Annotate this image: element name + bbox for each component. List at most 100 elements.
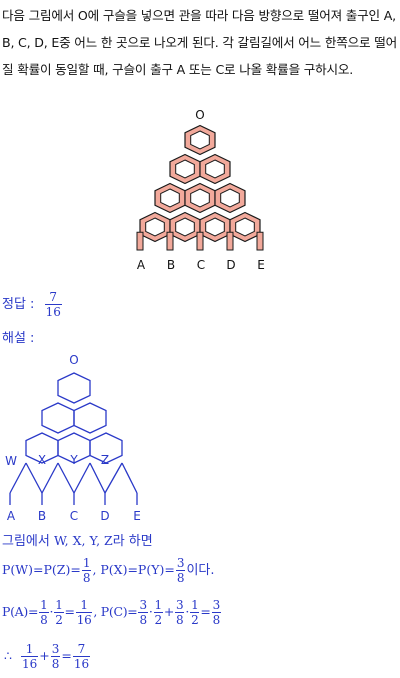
answer-denominator: 16 [44, 304, 62, 319]
sol-outlet-e: E [133, 509, 141, 523]
num: 3 [212, 598, 221, 612]
line3-b: , P(C)= [93, 604, 138, 619]
outlet-pipes [136, 231, 264, 251]
solution-hex-5 [89, 432, 123, 464]
num: 1 [154, 598, 163, 612]
pipe-hex-inner-1 [175, 159, 195, 179]
den: 16 [72, 656, 91, 671]
den: 8 [211, 612, 221, 627]
den: 2 [153, 612, 163, 627]
pipe-hex-inner-3 [160, 188, 180, 208]
pipe-hex-inner-2 [205, 159, 225, 179]
line2-b: , P(X)=P(Y)= [92, 562, 175, 577]
answer-line: 정답 : 7 16 [2, 290, 63, 319]
problem-text: 다음 그림에서 O에 구슬을 넣으면 관을 따라 다음 방향으로 떨어져 출구인… [2, 8, 397, 77]
outlet-label-b: B [167, 258, 175, 272]
line3-eq-2: = [200, 604, 211, 619]
den: 8 [81, 570, 92, 585]
den: 2 [190, 612, 200, 627]
sol-label-x: X [38, 453, 46, 467]
line2-c: 이다. [186, 563, 215, 578]
num: 1 [80, 598, 88, 612]
num: 1 [40, 598, 48, 612]
pipe-hex-inner-4 [190, 188, 210, 208]
solution-network-figure: O W X Y Z A B C D E [5, 353, 141, 523]
branch-left-0 [9, 462, 27, 494]
sol-outlet-a: A [7, 509, 16, 523]
outlet-label-c: C [197, 258, 205, 272]
pipe-hex-inner-0 [190, 130, 210, 150]
solution-network-lines [9, 372, 138, 505]
solution-hex-0 [57, 372, 91, 404]
sol-outlet-b: B [38, 509, 46, 523]
num: 3 [176, 598, 184, 612]
line1-vars: W, X, Y, Z [53, 533, 113, 548]
answer-numerator: 7 [49, 290, 58, 304]
branch-left-1 [41, 462, 59, 494]
branch-left-3 [104, 462, 123, 494]
outlet-pipe-4 [256, 231, 264, 251]
pipe-hexagons [139, 124, 261, 243]
den: 8 [175, 570, 186, 585]
den: 8 [138, 612, 148, 627]
den: 8 [175, 612, 185, 627]
solution-hex-1 [41, 402, 75, 434]
den: 16 [75, 612, 93, 627]
solution-hex-2 [73, 402, 107, 434]
num: 3 [176, 556, 185, 570]
num: 3 [51, 642, 60, 656]
line4-eq: = [61, 648, 72, 663]
den: 8 [39, 612, 49, 627]
sol-label-w: W [5, 454, 17, 468]
line3-dot-3: · [185, 604, 190, 619]
line3-plus: + [163, 604, 175, 619]
line1-prefix: 그림에서 [2, 534, 50, 549]
line4-plus: + [39, 648, 50, 663]
pipe-hex-inner-9 [235, 217, 255, 237]
answer-fraction: 7 16 [44, 290, 62, 319]
sol-label-z: Z [101, 453, 109, 467]
num: 1 [55, 598, 63, 612]
branch-right-1 [57, 462, 75, 494]
sol-outlet-c: C [70, 509, 78, 523]
entry-label-o: O [195, 108, 204, 122]
line3-dot-2: · [148, 604, 153, 619]
branch-right-3 [121, 462, 138, 494]
line4-therefore: ∴ [4, 648, 12, 663]
num: 1 [191, 598, 199, 612]
outlet-pipe-3 [226, 231, 234, 251]
line1-suffix: 라 하면 [112, 534, 153, 549]
line3-dot-1: · [49, 604, 54, 619]
num: 1 [82, 556, 91, 570]
pipe-hex-inner-6 [145, 217, 165, 237]
outlet-pipe-0 [136, 231, 144, 251]
den: 8 [50, 656, 61, 671]
sol-label-y: Y [69, 453, 78, 467]
outlet-pipe-1 [166, 231, 174, 251]
pipe-hex-inner-7 [175, 217, 195, 237]
outlet-label-d: D [226, 258, 235, 272]
pipe-network-figure: O A B C D E [136, 108, 265, 272]
outlet-label-e: E [257, 258, 265, 272]
branch-left-2 [73, 462, 91, 494]
outlet-label-a: A [137, 258, 146, 272]
line2-a: P(W)=P(Z)= [2, 562, 81, 577]
branch-right-0 [25, 462, 43, 494]
solution-label: 해설 : [2, 331, 35, 346]
solution-line-1: 그림에서 W, X, Y, Z라 하면 [2, 530, 153, 549]
line3-a: P(A)= [2, 604, 39, 619]
